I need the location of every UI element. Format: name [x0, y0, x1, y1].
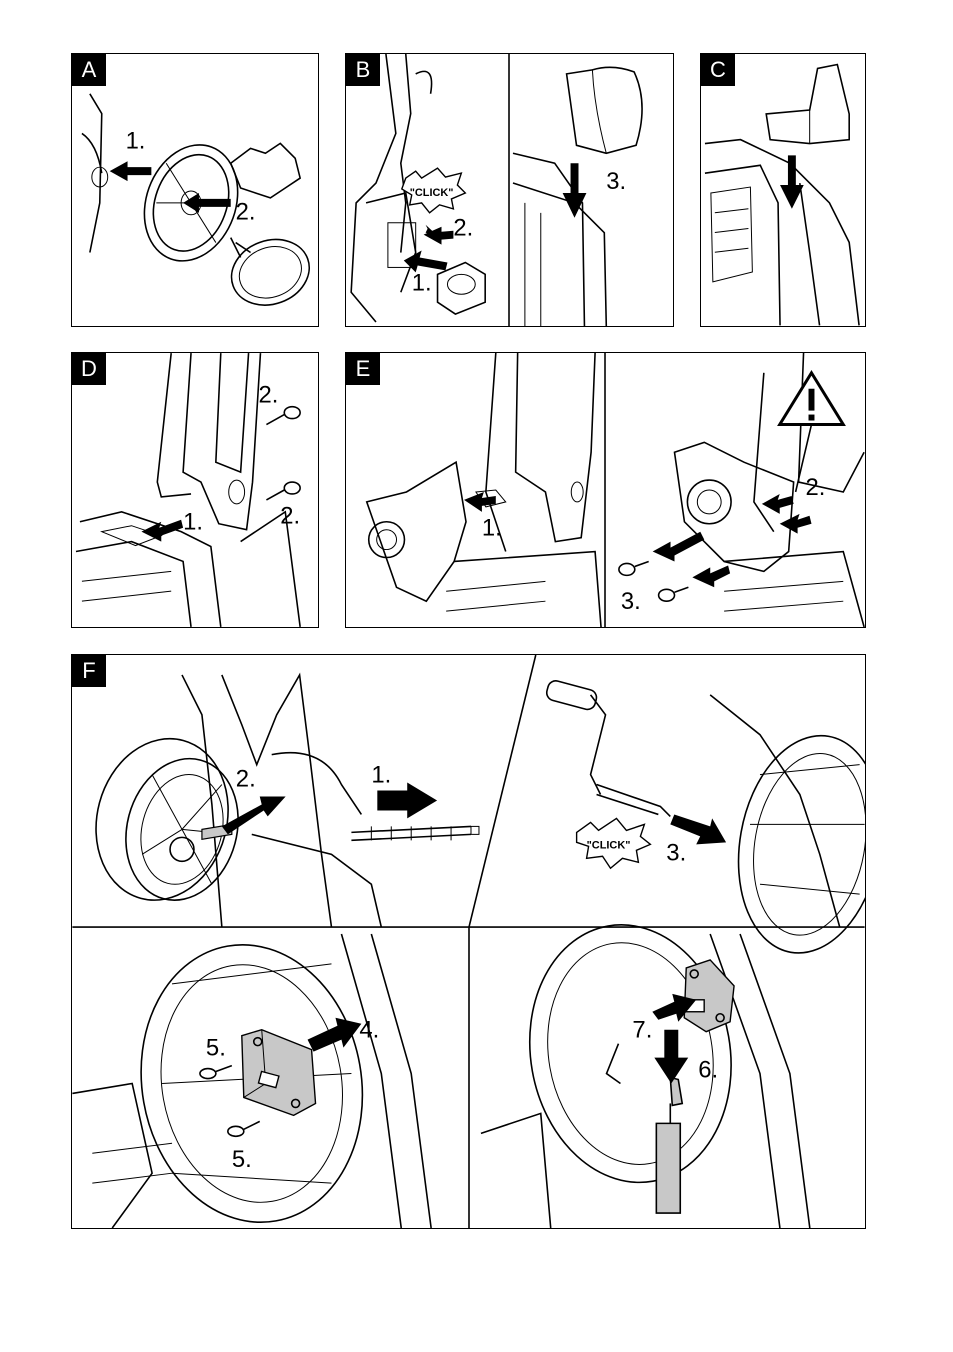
screw-icon	[266, 482, 300, 500]
screw-icon	[200, 1066, 232, 1079]
step-number: 1.	[371, 762, 391, 789]
screw-icon	[266, 407, 300, 425]
panel-e-label: E	[346, 353, 380, 385]
arrow-icon	[780, 155, 804, 208]
panel-d: D 2. 1. 2.	[71, 352, 319, 628]
panel-b-label: B	[346, 54, 380, 86]
arrow-icon	[653, 532, 705, 562]
arrow-icon	[110, 161, 152, 181]
click-label: "CLICK"	[587, 839, 631, 851]
arrow-icon	[222, 797, 286, 835]
arrow-icon	[654, 1030, 688, 1084]
step-number: 2.	[280, 503, 300, 530]
panel-f-label: F	[72, 655, 106, 687]
step-number: 2.	[236, 766, 256, 793]
step-number: 2.	[806, 474, 826, 501]
step-number: 6.	[698, 1057, 718, 1084]
panel-c-label: C	[701, 54, 735, 86]
step-number: 2.	[258, 382, 278, 409]
panel-b: B "CLICK" 1. 2. 3.	[345, 53, 674, 327]
step-number: 4.	[359, 1017, 379, 1044]
panel-e-illustration: 1. 2. 3.	[346, 353, 865, 627]
panel-a-label: A	[72, 54, 106, 86]
panel-a-illustration: 1. 2.	[72, 54, 318, 326]
step-number: 3.	[666, 839, 686, 866]
arrow-icon	[762, 494, 794, 514]
step-number: 5.	[206, 1035, 226, 1062]
step-number: 5.	[232, 1146, 252, 1173]
step-number: 2.	[236, 199, 256, 226]
step-number: 3.	[606, 168, 626, 195]
step-number: 1.	[412, 269, 432, 296]
panel-c-illustration	[701, 54, 865, 326]
panel-a: A 1. 2.	[71, 53, 319, 327]
panel-f: F 1. 2. "CLICK" 3.	[71, 654, 866, 1229]
screw-icon	[619, 561, 649, 575]
screw-icon	[228, 1121, 260, 1136]
step-number: 3.	[621, 588, 641, 615]
arrow-icon	[183, 193, 231, 213]
step-number: 1.	[482, 515, 502, 542]
step-number: 7.	[632, 1017, 652, 1044]
panel-e: E 1. 2.	[345, 352, 866, 628]
panel-d-illustration: 2. 1. 2.	[72, 353, 318, 627]
panel-c: C	[700, 53, 866, 327]
click-label: "CLICK"	[410, 187, 454, 199]
arrow-icon	[692, 565, 730, 587]
step-number: 2.	[453, 215, 473, 242]
arrow-icon	[780, 514, 812, 534]
panel-d-label: D	[72, 353, 106, 385]
step-number: 1.	[183, 509, 203, 536]
step-number: 1.	[126, 127, 146, 154]
screw-icon	[659, 587, 689, 601]
panel-b-illustration: "CLICK" 1. 2. 3.	[346, 54, 673, 326]
panel-f-illustration: 1. 2. "CLICK" 3.	[72, 655, 865, 1228]
